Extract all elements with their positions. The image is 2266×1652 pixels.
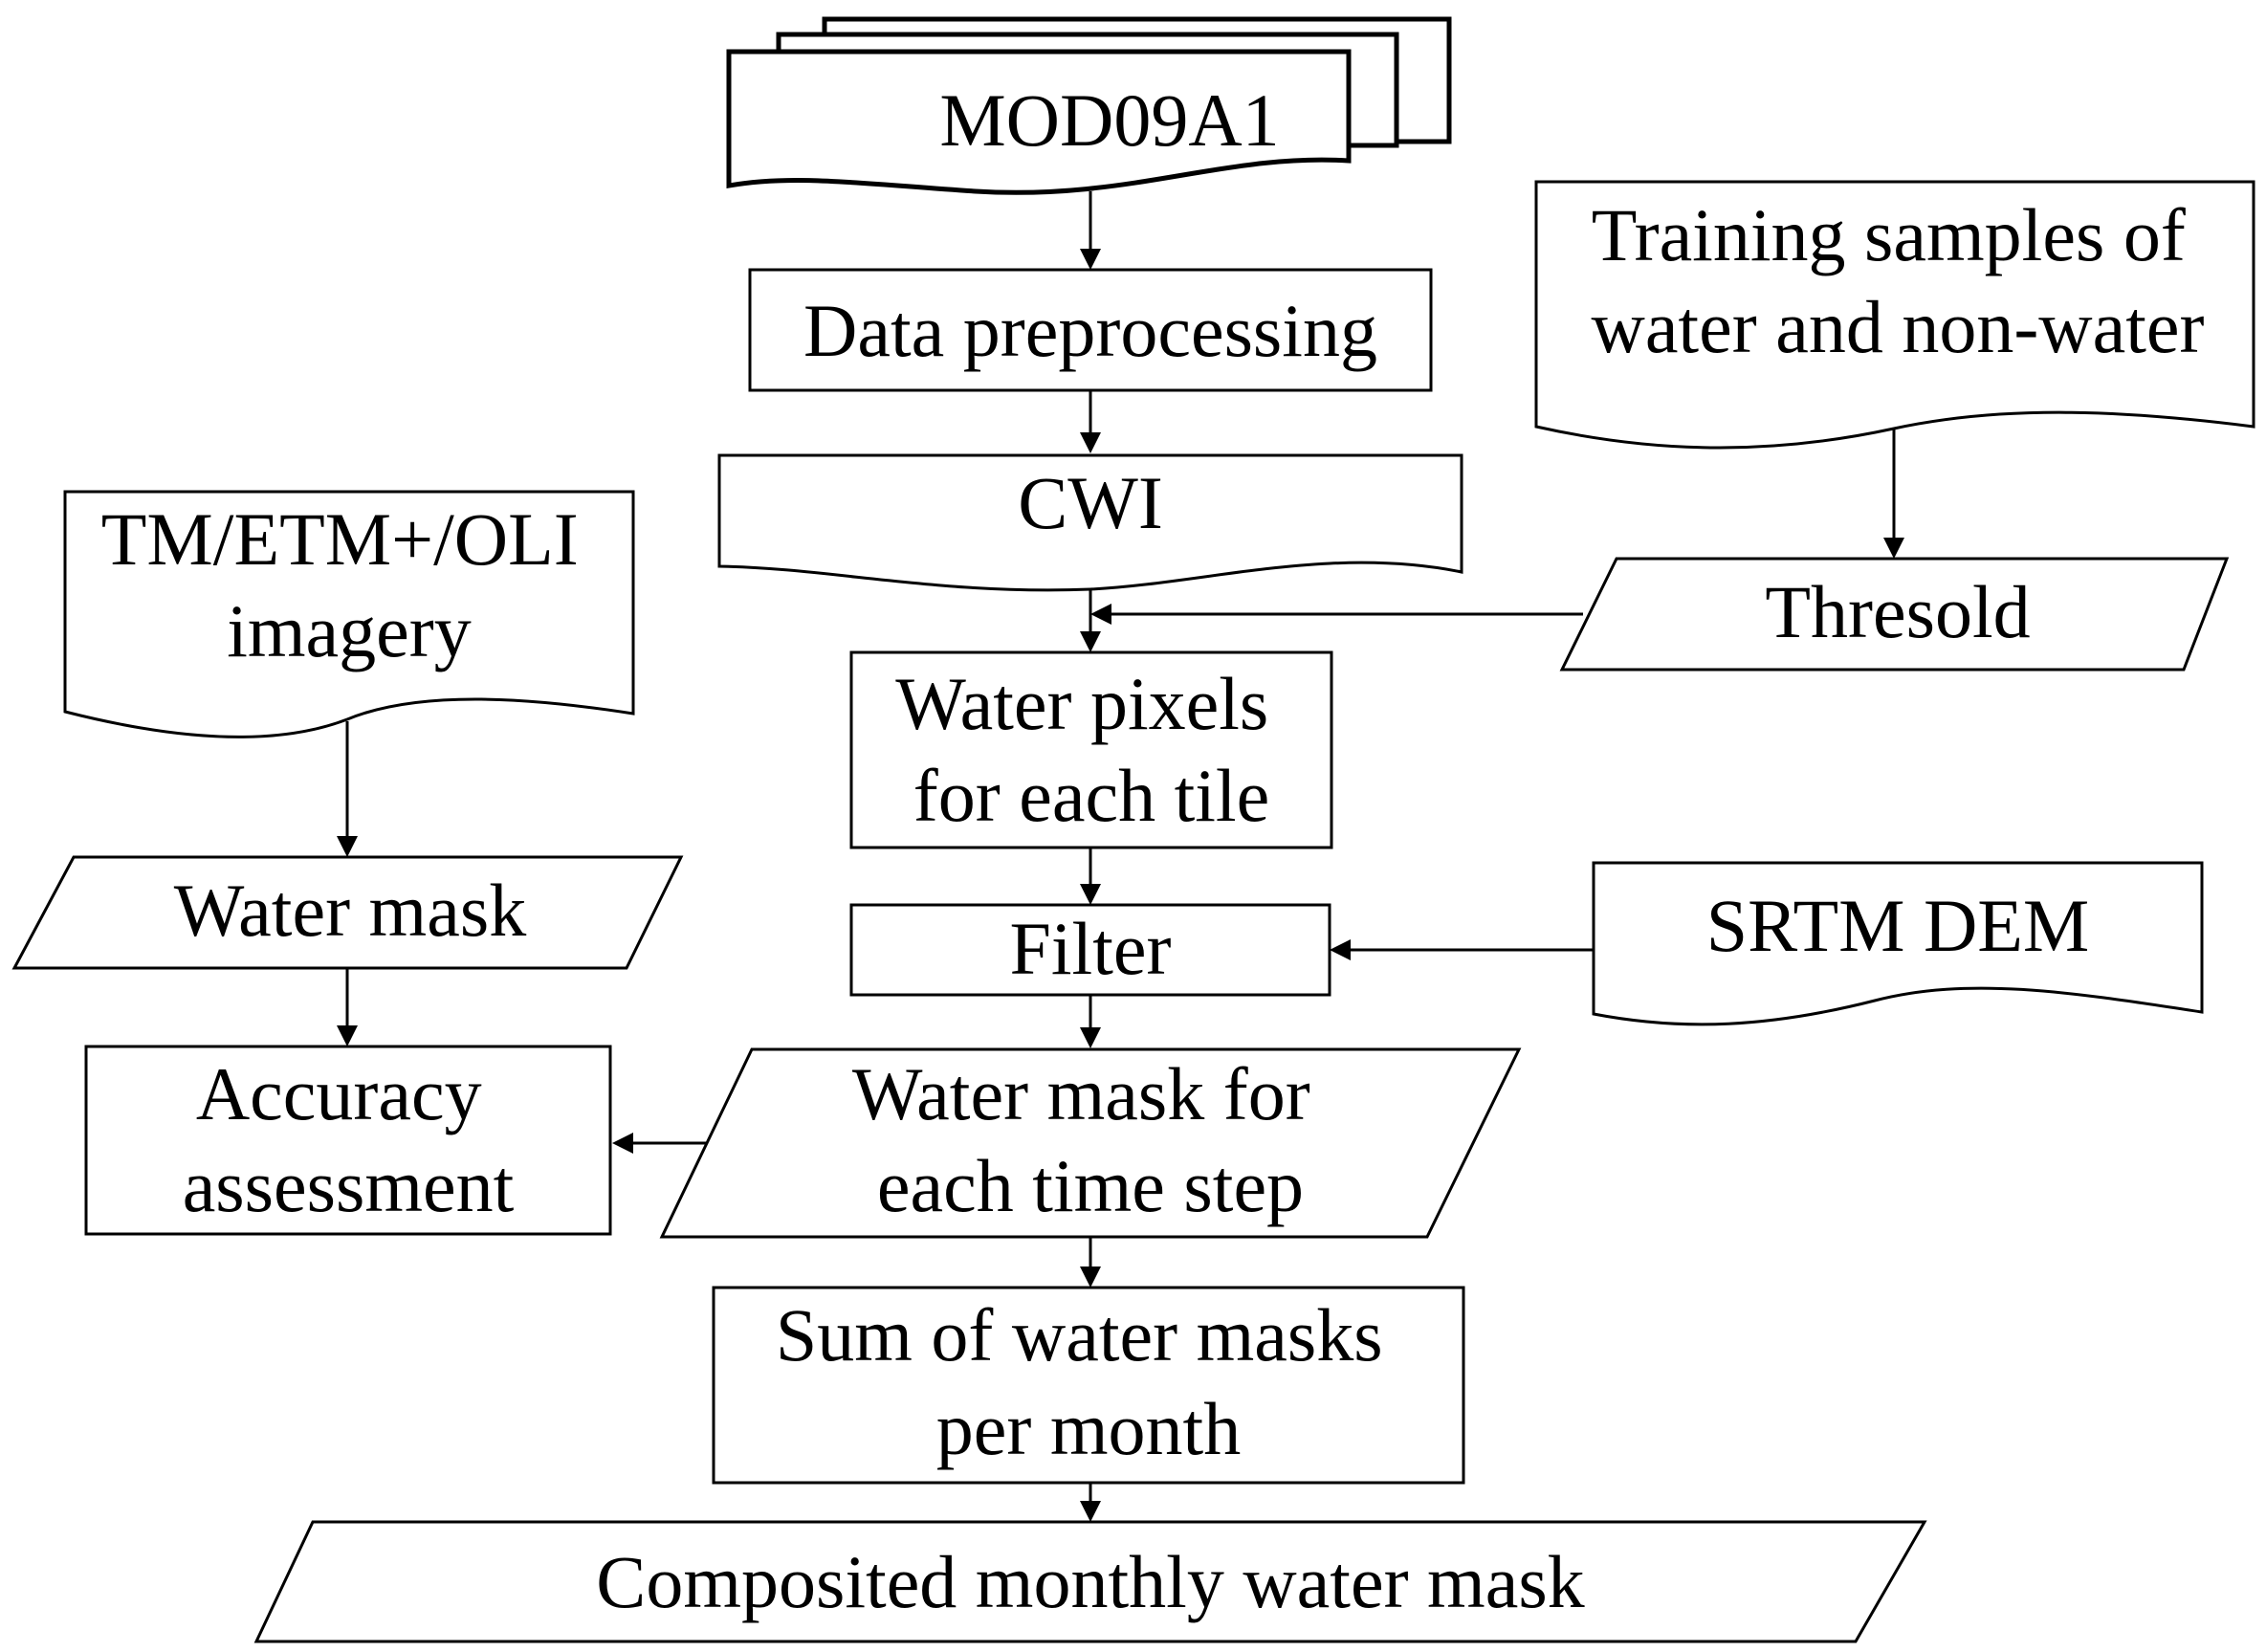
data-preprocessing-box: [748, 268, 1433, 392]
node-filter: Filter: [849, 903, 1331, 997]
node-srtm-dem: SRTM DEM: [1592, 861, 2204, 1026]
mod09a1-label: MOD09A1: [939, 78, 1279, 162]
edge-tm-imagery-to-water-mask: [337, 721, 358, 857]
composited-monthly-data-shape: [253, 1520, 1927, 1643]
filter-label: Filter: [1010, 907, 1172, 990]
node-sum-water-masks: Sum of water masks per month: [712, 1286, 1465, 1485]
edge-water-mask-time-step-to-sum-water-masks: [1080, 1237, 1101, 1288]
node-threshold: Thresold: [1559, 557, 2230, 672]
water-mask-time-step-data-shape: [659, 1047, 1522, 1239]
node-training-samples: Training samples of water and non-water: [1534, 180, 2255, 450]
edge-filter-to-water-mask-time-step: [1080, 995, 1101, 1048]
cwi-document-shape: [717, 453, 1463, 592]
node-accuracy-assessment: Accuracy assessment: [84, 1045, 612, 1236]
threshold-data-shape: [1559, 557, 2230, 672]
threshold-label: Thresold: [1765, 570, 2030, 653]
sum-water-masks-box: [712, 1286, 1465, 1485]
srtm-dem-document-shape: [1592, 861, 2204, 1026]
water-pixels-box: [849, 650, 1333, 849]
edge-water-pixels-to-filter: [1080, 848, 1101, 905]
tm-etm-oli-label: TM/ETM+/OLI imagery: [101, 497, 597, 672]
composited-monthly-label: Composited monthly water mask: [596, 1540, 1584, 1623]
accuracy-assessment-label: Accuracy assessment: [183, 1052, 515, 1227]
edge-mod09a1-to-data-preprocessing: [1080, 191, 1101, 270]
node-cwi: CWI: [717, 453, 1463, 592]
training-samples-document-shape: [1534, 180, 2255, 450]
sum-water-masks-label: Sum of water masks per month: [776, 1293, 1401, 1470]
water-mask-data-shape: [11, 855, 684, 970]
tm-etm-oli-document-shape: [63, 490, 635, 738]
filter-box: [849, 903, 1331, 997]
edge-threshold-to-water-pixels: [1090, 604, 1583, 625]
node-composited-monthly: Composited monthly water mask: [253, 1520, 1927, 1643]
edge-sum-water-masks-to-composited-monthly: [1080, 1483, 1101, 1522]
node-water-pixels: Water pixels for each tile: [849, 650, 1333, 849]
water-mask-label: Water mask: [174, 869, 526, 952]
cwi-label: CWI: [1018, 461, 1163, 544]
node-data-preprocessing: Data preprocessing: [748, 268, 1433, 392]
mod09a1-front-sheet: [726, 49, 1352, 195]
connectors: [337, 191, 1904, 1522]
edge-training-samples-to-threshold: [1883, 429, 1904, 559]
edge-water-mask-to-accuracy-assessment: [337, 968, 358, 1046]
water-pixels-label: Water pixels for each tile: [895, 662, 1287, 837]
edge-srtm-dem-to-filter: [1330, 939, 1594, 960]
data-preprocessing-label: Data preprocessing: [803, 289, 1377, 372]
edge-data-preprocessing-to-cwi: [1080, 390, 1101, 453]
training-samples-label: Training samples of water and non-water: [1591, 193, 2204, 368]
node-water-mask: Water mask: [11, 855, 684, 970]
water-mask-time-step-label: Water mask for each time step: [852, 1052, 1329, 1227]
node-water-mask-time-step: Water mask for each time step: [659, 1047, 1522, 1239]
node-mod09a1: MOD09A1: [726, 16, 1452, 195]
edge-water-mask-time-step-to-accuracy-assessment: [612, 1133, 710, 1154]
srtm-dem-label: SRTM DEM: [1706, 884, 2090, 967]
node-tm-etm-oli: TM/ETM+/OLI imagery: [63, 490, 635, 738]
accuracy-assessment-box: [84, 1045, 612, 1236]
